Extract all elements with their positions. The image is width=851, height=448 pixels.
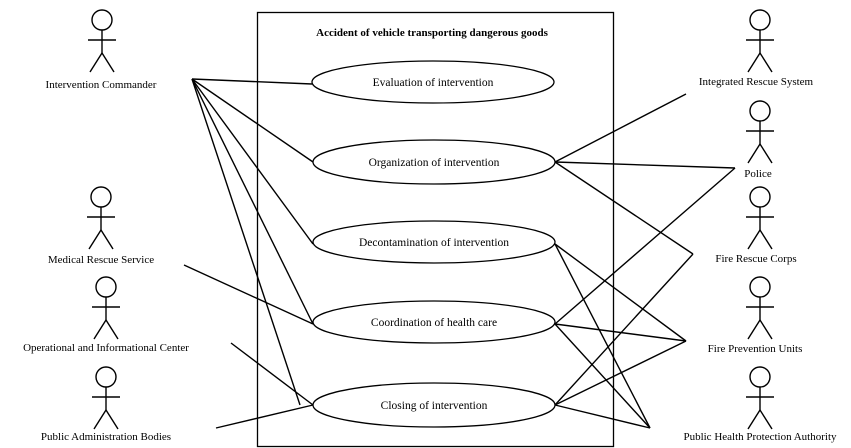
actor-fire-prevention[interactable] (746, 276, 774, 340)
use-case-label: Coordination of health care (371, 317, 497, 329)
actor-irs[interactable] (746, 9, 774, 73)
actor-head (95, 366, 117, 388)
association-health-authority-coordination (554, 323, 651, 429)
association-fire-rescue-organization (554, 161, 694, 255)
association-fire-prevention-coordination (554, 323, 687, 342)
actor-right-leg (101, 52, 115, 73)
actor-commander[interactable] (88, 9, 116, 73)
actor-left-leg (89, 52, 103, 73)
actor-right-leg (759, 319, 773, 340)
actor-right-leg (759, 409, 773, 430)
association-medical-coordination (183, 264, 314, 325)
use-case-label: Evaluation of intervention (373, 77, 494, 89)
use-case-label: Closing of intervention (381, 400, 488, 412)
actor-label-integrated-rescue-system: Integrated Rescue System (699, 76, 814, 88)
actor-right-leg (105, 319, 119, 340)
actor-head (91, 9, 113, 31)
actor-left-leg (88, 229, 102, 250)
association-fire-prevention-closing (554, 340, 687, 406)
actor-health-authority[interactable] (746, 366, 774, 430)
association-police-coordination (554, 167, 736, 325)
actor-fire-rescue[interactable] (746, 186, 774, 250)
association-commander-evaluation (191, 78, 313, 85)
actor-right-leg (100, 229, 114, 250)
actor-figures (87, 9, 774, 430)
actor-right-leg (105, 409, 119, 430)
use-case-evaluation[interactable]: Evaluation of intervention (311, 60, 555, 104)
actor-label-fire-prevention-units: Fire Prevention Units (708, 343, 803, 355)
association-irs-organization (554, 93, 687, 163)
actor-label-operational-and-informational-center: Operational and Informational Center (23, 342, 189, 354)
actor-police[interactable] (746, 100, 774, 164)
association-lines (183, 78, 736, 429)
association-public-admin-closing (215, 404, 314, 429)
use-case-decontamination[interactable]: Decontamination of intervention (312, 220, 556, 264)
use-case-label: Decontamination of intervention (359, 237, 509, 249)
actor-label-intervention-commander: Intervention Commander (46, 79, 157, 91)
actor-left-leg (747, 229, 761, 250)
association-health-authority-decontamination (554, 243, 651, 429)
actor-head (749, 100, 771, 122)
actor-head (90, 186, 112, 208)
actor-label-medical-rescue-service: Medical Rescue Service (48, 254, 154, 266)
actor-head (95, 276, 117, 298)
actor-right-leg (759, 229, 773, 250)
system-boundary (256, 11, 615, 448)
actor-operational[interactable] (92, 276, 120, 340)
actor-left-leg (747, 52, 761, 73)
association-police-organization (554, 161, 736, 169)
actor-left-leg (93, 319, 107, 340)
use-case-closing[interactable]: Closing of intervention (312, 382, 556, 428)
association-fire-prevention-decontamination (554, 243, 687, 342)
actor-label-public-administration-bodies: Public Administration Bodies (41, 431, 171, 443)
association-commander-decontamination (191, 78, 314, 245)
actor-left-leg (747, 319, 761, 340)
association-commander-coordination (191, 78, 314, 325)
actor-medical[interactable] (87, 186, 115, 250)
association-fire-rescue-closing (554, 253, 694, 406)
actor-head (749, 186, 771, 208)
actor-head (749, 276, 771, 298)
actor-public-admin[interactable] (92, 366, 120, 430)
association-health-authority-closing (554, 404, 651, 429)
actor-right-leg (759, 143, 773, 164)
actor-label-public-health-protection-authority: Public Health Protection Authority (683, 431, 837, 443)
use-case-organization[interactable]: Organization of intervention (312, 139, 556, 185)
use-case-coordination[interactable]: Coordination of health care (312, 300, 556, 344)
association-commander-organization (191, 78, 314, 163)
use-case-label: Organization of intervention (369, 157, 500, 169)
actor-left-leg (93, 409, 107, 430)
actor-left-leg (747, 409, 761, 430)
association-commander-closing (191, 78, 301, 406)
association-operational-closing (230, 342, 314, 406)
actor-head (749, 366, 771, 388)
actor-left-leg (747, 143, 761, 164)
actor-head (749, 9, 771, 31)
system-title: Accident of vehicle transporting dangero… (316, 27, 548, 39)
actor-right-leg (759, 52, 773, 73)
actor-label-police: Police (744, 168, 772, 180)
actor-label-fire-rescue-corps: Fire Rescue Corps (715, 253, 796, 265)
